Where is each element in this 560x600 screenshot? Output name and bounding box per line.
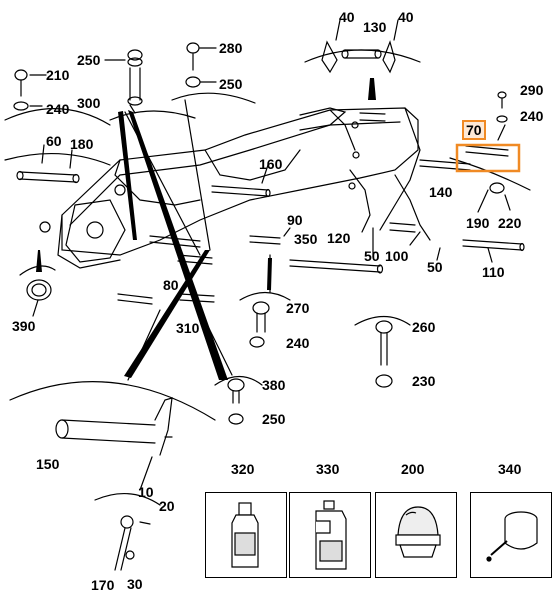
callout-340: 340 (498, 461, 522, 477)
callout-30: 30 (127, 576, 143, 592)
callout-290: 290 (520, 82, 544, 98)
callout-320: 320 (231, 461, 255, 477)
callout-160: 160 (259, 156, 283, 172)
callout-50-right: 50 (427, 259, 443, 275)
callout-40-right: 40 (398, 9, 414, 25)
callout-250-top-right: 250 (219, 76, 243, 92)
callout-280: 280 (219, 40, 243, 56)
callout-190: 190 (466, 215, 490, 231)
main-frame (57, 107, 431, 269)
callout-230: 230 (412, 373, 436, 389)
callout-250-lower: 250 (262, 411, 286, 427)
callout-70-highlighted: 70 (462, 120, 486, 140)
consumable-card-200 (375, 492, 457, 578)
callout-210: 210 (46, 67, 70, 83)
callout-240-top-right: 240 (520, 108, 544, 124)
callout-390: 390 (12, 318, 36, 334)
callout-20: 20 (159, 498, 175, 514)
callout-130: 130 (363, 19, 387, 35)
clevis-parts (321, 40, 396, 74)
callout-310: 310 (176, 320, 200, 336)
callout-270: 270 (286, 300, 310, 316)
callout-60: 60 (46, 133, 62, 149)
callout-100: 100 (385, 248, 409, 264)
highlight-box-part-70 (455, 143, 521, 173)
oil-bottle-icon (231, 502, 259, 568)
callout-110: 110 (482, 264, 505, 280)
adhesive-tube-icon (486, 511, 538, 562)
callout-10: 10 (138, 484, 154, 500)
consumable-card-320 (205, 492, 287, 578)
canister-icon (315, 500, 347, 570)
callout-170: 170 (91, 577, 115, 593)
callout-240-middle: 240 (286, 335, 310, 351)
callout-300: 300 (77, 95, 101, 111)
callout-220: 220 (498, 215, 522, 231)
callout-240-top-left: 240 (46, 101, 70, 117)
callout-250-top-left: 250 (77, 52, 101, 68)
callout-150: 150 (36, 456, 60, 472)
callout-40-left: 40 (339, 9, 355, 25)
wedge-leaders (36, 78, 376, 380)
callout-380: 380 (262, 377, 286, 393)
callout-90: 90 (287, 212, 303, 228)
callout-120: 120 (327, 230, 351, 246)
callout-260: 260 (412, 319, 436, 335)
fasteners (13, 42, 508, 425)
link-parts (55, 397, 173, 571)
callout-200: 200 (401, 461, 425, 477)
consumable-card-340 (470, 492, 552, 578)
callout-330: 330 (316, 461, 340, 477)
leader-lines (29, 19, 511, 491)
callout-180: 180 (70, 136, 94, 152)
callout-80: 80 (163, 277, 179, 293)
callout-140: 140 (429, 184, 453, 200)
callout-50-left: 50 (364, 248, 380, 264)
grease-cap-icon (395, 506, 441, 558)
callout-350: 350 (294, 231, 318, 247)
consumable-card-330 (289, 492, 371, 578)
